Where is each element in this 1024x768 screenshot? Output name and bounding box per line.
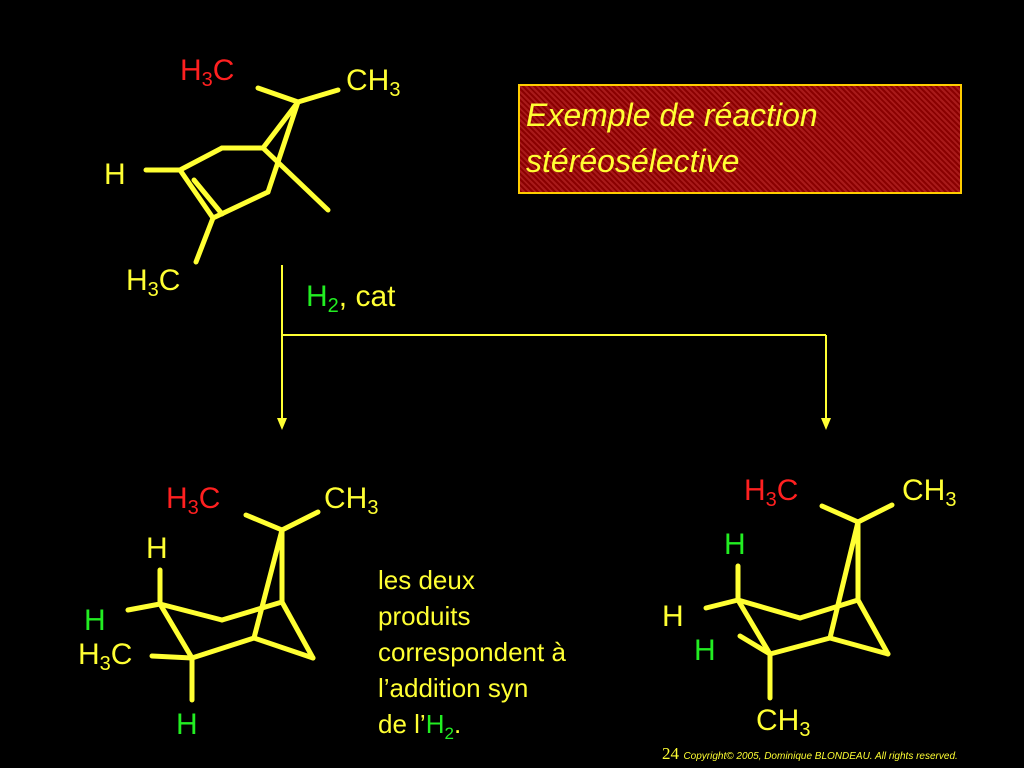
reaction-arrows	[281, 265, 827, 422]
reactant-h-vinyl: H	[104, 158, 126, 191]
right-product-h-added-upper: H	[724, 528, 746, 561]
slide-title: Exemple de réaction stéréosélective	[526, 97, 818, 179]
reactant-methyl-top-right: CH3	[346, 64, 401, 101]
product-left-bonds	[125, 509, 321, 703]
product-right-bonds	[703, 502, 895, 701]
left-product-methyl-top-right: CH3	[324, 482, 379, 519]
right-product-methyl-top-right: CH3	[902, 474, 957, 511]
arrow-heads	[277, 418, 831, 430]
left-product-h-added-upper: H	[84, 604, 106, 637]
footer: 24 Copyright© 2005, Dominique BLONDEAU. …	[662, 744, 958, 764]
explanation-note: les deux produits correspondent à l’addi…	[378, 565, 566, 744]
right-product-h-added-lower: H	[694, 634, 716, 667]
right-product-methyl-bottom: CH3	[756, 704, 811, 741]
right-product-h-left: H	[662, 600, 684, 633]
reactant-bonds	[143, 85, 341, 265]
reagent-label: H2, cat	[306, 280, 396, 317]
left-product-methyl-left: H3C	[78, 638, 133, 675]
left-product-h-top: H	[146, 532, 168, 565]
right-product-methyl-top-left: H3C	[744, 474, 799, 511]
left-product-h-added-lower: H	[176, 708, 198, 741]
reactant-methyl-top-left: H3C	[180, 54, 235, 91]
reactant-methyl-bottom: H3C	[126, 264, 181, 301]
copyright-text: Copyright© 2005, Dominique BLONDEAU. All…	[683, 751, 958, 762]
page-number: 24	[662, 744, 679, 763]
left-product-methyl-top-left: H3C	[166, 482, 221, 519]
title-box: Exemple de réaction stéréosélective	[518, 84, 962, 194]
